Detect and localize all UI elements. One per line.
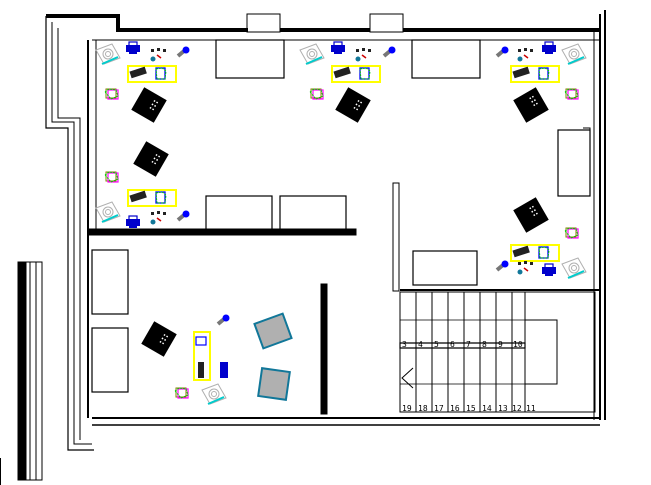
workstation-top-center[interactable] [299,41,398,123]
svg-text:10: 10 [513,340,523,349]
svg-text:8: 8 [482,340,487,349]
svg-text:4: 4 [418,340,423,349]
cabinets [91,39,591,393]
svg-text:18: 18 [418,404,428,413]
svg-text:7: 7 [466,340,471,349]
exterior-walls [45,10,606,451]
external-column [0,261,43,485]
svg-text:5: 5 [434,340,439,349]
svg-text:15: 15 [466,404,476,413]
workstation-top-left[interactable] [95,41,192,123]
svg-text:13: 13 [498,404,508,413]
interior-walls [87,40,600,418]
staircase [399,291,596,413]
svg-text:11: 11 [526,404,536,413]
stair-labels-upper: 3 4 5 6 7 8 9 10 [402,340,523,349]
svg-text:17: 17 [434,404,444,413]
workstation-mid-left[interactable] [95,141,192,229]
svg-text:9: 9 [498,340,503,349]
svg-text:14: 14 [482,404,492,413]
svg-text:16: 16 [450,404,460,413]
svg-text:3: 3 [402,340,407,349]
svg-text:19: 19 [402,404,412,413]
stair-labels-lower: 19 18 17 16 15 14 13 12 11 [402,404,536,413]
workstation-mid-right[interactable] [495,197,587,279]
workstation-top-right[interactable] [495,41,587,123]
svg-text:12: 12 [512,404,522,413]
workstation-lower-left[interactable] [141,312,293,405]
svg-text:6: 6 [450,340,455,349]
